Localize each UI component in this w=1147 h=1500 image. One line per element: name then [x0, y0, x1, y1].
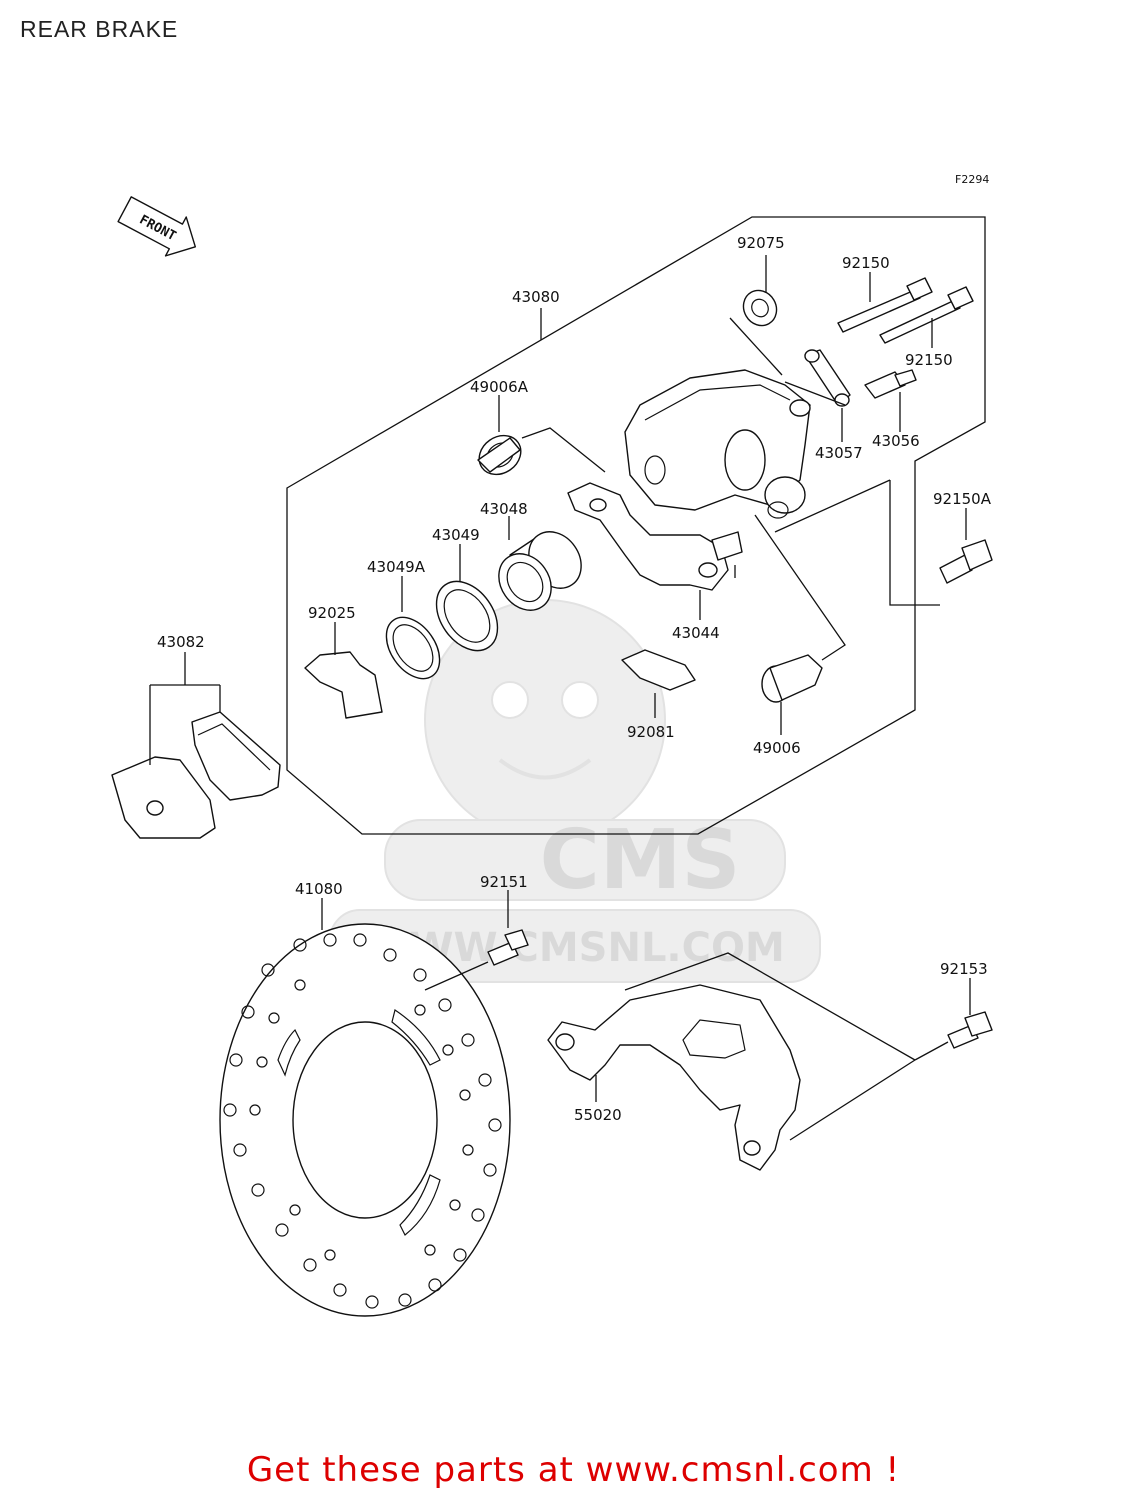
label-43080: 43080	[512, 288, 560, 306]
caliper-bracket-55020	[547, 984, 801, 1171]
label-92151: 92151	[480, 873, 528, 891]
leader-lines	[149, 255, 971, 1141]
spring-92025	[304, 651, 383, 719]
label-92081: 92081	[627, 723, 675, 741]
link-43057	[804, 349, 851, 407]
label-92153: 92153	[940, 960, 988, 978]
label-43056: 43056	[872, 432, 920, 450]
figure-code: F2294	[955, 173, 989, 186]
bolt-92151	[487, 929, 529, 966]
label-92150-top: 92150	[842, 254, 890, 272]
label-92150a: 92150A	[933, 490, 992, 508]
label-43057: 43057	[815, 444, 863, 462]
seal-43049	[435, 580, 499, 652]
label-43082: 43082	[157, 633, 205, 651]
label-43049a: 43049A	[367, 558, 426, 576]
brake-pad-set-43082	[111, 711, 281, 839]
label-49006a: 49006A	[470, 378, 529, 396]
pin-92150-top	[837, 277, 933, 333]
label-92025: 92025	[308, 604, 356, 622]
label-92150-bottom: 92150	[905, 351, 953, 369]
parts-diagram: CMS WWW.CMSNL.COM F2294 FRONT	[111, 173, 993, 1317]
label-43049: 43049	[432, 526, 480, 544]
label-43044: 43044	[672, 624, 720, 642]
label-41080: 41080	[295, 880, 343, 898]
pad-spring-92081	[621, 649, 696, 691]
caliper-assembly-outline	[286, 216, 986, 835]
piston-43048	[498, 531, 582, 611]
front-arrow-icon: FRONT	[117, 196, 197, 257]
label-49006: 49006	[753, 739, 801, 757]
cap-92075	[742, 289, 778, 327]
promo-link[interactable]: Get these parts at www.cmsnl.com !	[246, 1450, 901, 1490]
bolt-92153	[947, 1011, 993, 1049]
bolt-92150a	[939, 539, 993, 584]
label-43048: 43048	[480, 500, 528, 518]
pin-92150-bottom	[879, 286, 974, 344]
label-92075: 92075	[737, 234, 785, 252]
brake-disc-41080	[219, 923, 511, 1317]
caliper-body	[624, 369, 811, 519]
caliper-bracket-43044	[567, 482, 743, 591]
boot-49006	[761, 654, 823, 703]
page-title: REAR BRAKE	[20, 16, 179, 42]
boot-49006a	[477, 434, 522, 476]
seal-43049a	[385, 616, 441, 680]
label-55020: 55020	[574, 1106, 622, 1124]
bleeder-43056	[864, 369, 917, 399]
part-labels: 43080 92075 92150 92150 49006A 43057 430…	[157, 234, 992, 1124]
